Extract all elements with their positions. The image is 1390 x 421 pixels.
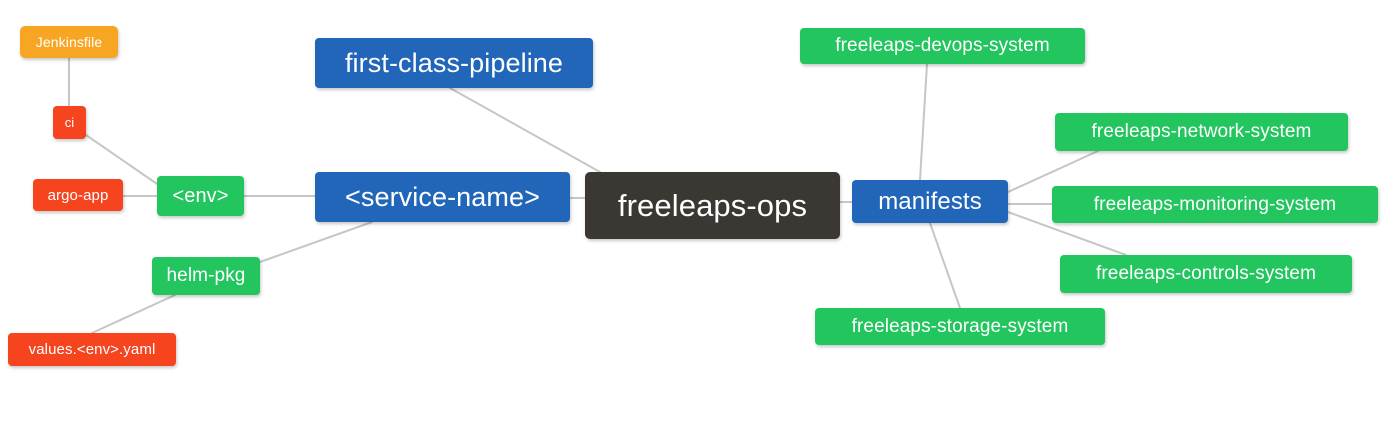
edge-manifests-to-devops-system (919, 63, 928, 181)
edge-ci-to-env (85, 134, 161, 187)
node-values-env-yaml[interactable]: values.<env>.yaml (8, 333, 176, 366)
edge-manifests-to-controls-system (1007, 211, 1127, 256)
node-storage-system[interactable]: freeleaps-storage-system (815, 308, 1105, 345)
node-helm-pkg[interactable]: helm-pkg (152, 257, 260, 295)
node-network-system[interactable]: freeleaps-network-system (1055, 113, 1348, 151)
node-manifests[interactable]: manifests (852, 180, 1008, 223)
node-argo-app[interactable]: argo-app (33, 179, 123, 211)
node-env[interactable]: <env> (157, 176, 244, 216)
node-jenkinsfile[interactable]: Jenkinsfile (20, 26, 118, 58)
edge-manifests-to-storage-system (929, 222, 961, 309)
edge-first-class-pipeline-to-freeleaps-ops (449, 87, 601, 173)
edge-helm-pkg-to-service-name (259, 221, 373, 263)
edge-values-env-yaml-to-helm-pkg (91, 294, 176, 334)
node-freeleaps-ops[interactable]: freeleaps-ops (585, 172, 840, 239)
node-monitoring-system[interactable]: freeleaps-monitoring-system (1052, 186, 1378, 223)
node-devops-system[interactable]: freeleaps-devops-system (800, 28, 1085, 64)
node-service-name[interactable]: <service-name> (315, 172, 570, 222)
node-first-class-pipeline[interactable]: first-class-pipeline (315, 38, 593, 88)
edge-manifests-to-network-system (1007, 150, 1099, 193)
node-ci[interactable]: ci (53, 106, 86, 139)
node-controls-system[interactable]: freeleaps-controls-system (1060, 255, 1352, 293)
